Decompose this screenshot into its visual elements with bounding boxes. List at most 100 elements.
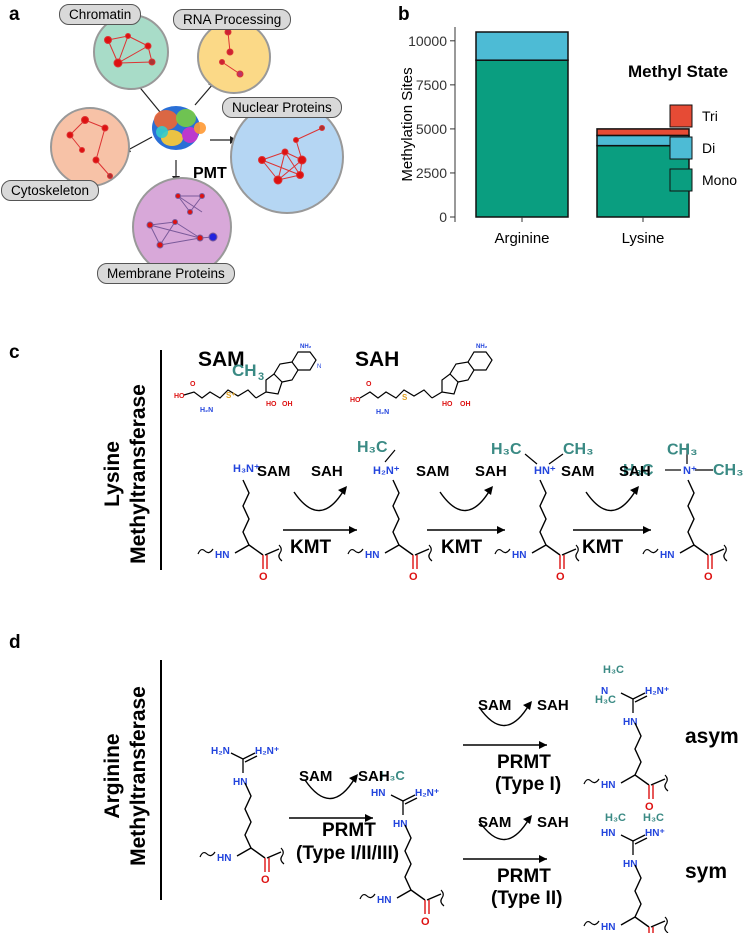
guanidine-n-label: H₂N bbox=[211, 746, 230, 757]
prmt-first-sah: SAH bbox=[358, 768, 390, 785]
wavy-bond-icon bbox=[278, 544, 283, 562]
svg-text:O: O bbox=[366, 381, 372, 388]
sah-structure-title: SAH bbox=[355, 348, 400, 371]
backbone-bond bbox=[679, 544, 695, 554]
wavy-bond-icon bbox=[199, 851, 216, 858]
sam-sah-structures: HO O H₂N S⁺ CH 3 HO OH NH₂ N HO O H₂N S … bbox=[174, 344, 493, 416]
legend-label-mono: Mono bbox=[702, 172, 737, 188]
wavy-bond-icon bbox=[664, 774, 669, 792]
side-chain-bond bbox=[634, 722, 642, 776]
svg-text:S⁺: S⁺ bbox=[226, 391, 236, 400]
cofactor-curved-arrow bbox=[293, 489, 345, 512]
wavy-bond-icon bbox=[494, 548, 511, 555]
kmt-step1-sah: SAH bbox=[311, 463, 343, 480]
nh-label: HN⁺ bbox=[534, 465, 556, 477]
prmt-type2-sam: SAM bbox=[478, 814, 512, 831]
svg-text:S: S bbox=[402, 393, 408, 402]
cofactor-curved-arrow bbox=[439, 489, 491, 512]
side-chain-bond bbox=[404, 824, 412, 891]
legend-swatch-di bbox=[669, 136, 693, 160]
kmt-step1-sam: SAM bbox=[257, 463, 291, 480]
guanidine-n-label: H₂N⁺ bbox=[255, 746, 279, 757]
amine-label: HN bbox=[377, 895, 391, 906]
arrowhead-icon bbox=[349, 774, 358, 783]
nh3-label: H₃N⁺ bbox=[233, 463, 260, 475]
wavy-bond-icon bbox=[280, 847, 285, 865]
wavy-bond-icon bbox=[359, 893, 376, 900]
y-axis-title: Methylation Sites bbox=[399, 67, 416, 181]
panel-a-label: a bbox=[9, 4, 20, 25]
y-tick-label: 10000 bbox=[408, 33, 447, 49]
legend-title: Methyl State bbox=[628, 62, 728, 81]
prmt-type1-type: (Type I) bbox=[495, 774, 562, 795]
pmt-protein-structure-icon bbox=[152, 106, 206, 150]
legend-label-tri: Tri bbox=[702, 108, 718, 124]
arrowhead-icon bbox=[539, 741, 547, 749]
guanidine-n-label: HN⁺ bbox=[645, 828, 665, 839]
methyl-label: CH₃ bbox=[713, 462, 744, 479]
wavy-bond-icon bbox=[197, 548, 214, 555]
backbone-bond bbox=[620, 774, 636, 784]
x-tick-label: Arginine bbox=[494, 230, 549, 247]
group-label-nuclear-proteins: Nuclear Proteins bbox=[222, 97, 342, 118]
pmt-label: PMT bbox=[193, 165, 227, 182]
kmt-step3-sam: SAM bbox=[561, 463, 595, 480]
guanidine-n-label: HN bbox=[233, 777, 247, 788]
prmt-type1-enzyme: PRMT bbox=[497, 752, 551, 773]
panel-d-label: d bbox=[9, 632, 21, 653]
backbone-bond bbox=[264, 548, 280, 556]
methyl-label: H₃C bbox=[595, 694, 616, 706]
methyl-label: H₃C bbox=[357, 440, 388, 456]
chromatin-cluster bbox=[93, 14, 169, 90]
legend-swatch-tri bbox=[669, 104, 693, 128]
panel-c-divider bbox=[160, 350, 162, 570]
arrowhead-icon bbox=[643, 526, 651, 534]
amine-label: HN bbox=[215, 550, 229, 561]
svg-text:CH: CH bbox=[232, 361, 257, 380]
group-label-chromatin: Chromatin bbox=[59, 4, 142, 25]
kmt-step1-enzyme: KMT bbox=[290, 537, 332, 558]
amine-label: HN bbox=[601, 780, 615, 791]
y-tick-label: 7500 bbox=[416, 77, 447, 93]
backbone-bond bbox=[709, 548, 725, 556]
backbone-bond bbox=[545, 544, 561, 556]
methyl-label: H₃C bbox=[380, 768, 405, 783]
kmt-step2-sah: SAH bbox=[475, 463, 507, 480]
y-tick-label: 2500 bbox=[416, 165, 447, 181]
prmt-type2-enzyme: PRMT bbox=[497, 866, 551, 887]
prmt-type2-type: (Type II) bbox=[491, 888, 563, 909]
oxygen-label: O bbox=[645, 801, 654, 813]
panel-b-label: b bbox=[398, 4, 410, 25]
svg-text:OH: OH bbox=[282, 401, 293, 408]
backbone-bond bbox=[384, 544, 400, 554]
backbone-bond bbox=[414, 548, 430, 556]
amine-label: HN bbox=[217, 853, 231, 864]
methyl-label: H₃C bbox=[623, 462, 654, 479]
side-chain-bond bbox=[687, 479, 695, 546]
sym-label: sym bbox=[685, 860, 728, 883]
backbone-bond bbox=[266, 851, 282, 859]
wavy-bond-icon bbox=[642, 548, 659, 555]
protein-network-diagram: PMT bbox=[50, 14, 344, 277]
arrowhead-icon bbox=[539, 855, 547, 863]
oxygen-label: O bbox=[409, 571, 418, 580]
wavy-bond-icon bbox=[575, 544, 580, 562]
y-tick-label: 5000 bbox=[416, 121, 447, 137]
panel-c-label: c bbox=[9, 342, 20, 363]
arrowhead-icon bbox=[338, 486, 347, 495]
backbone-bond bbox=[531, 544, 547, 554]
guanidine-n-label: HN bbox=[371, 788, 385, 799]
x-tick-label: Lysine bbox=[622, 230, 665, 247]
svg-text:O: O bbox=[190, 381, 196, 388]
asym-label: asym bbox=[685, 725, 739, 748]
kmt-step3-enzyme: KMT bbox=[582, 537, 624, 558]
svg-text:HO: HO bbox=[174, 393, 185, 400]
svg-text:HO: HO bbox=[266, 401, 277, 408]
backbone-bond bbox=[634, 774, 650, 786]
cofactor-curved-arrow bbox=[478, 818, 530, 841]
arrowhead-icon bbox=[630, 486, 639, 495]
wavy-bond-icon bbox=[428, 544, 433, 562]
